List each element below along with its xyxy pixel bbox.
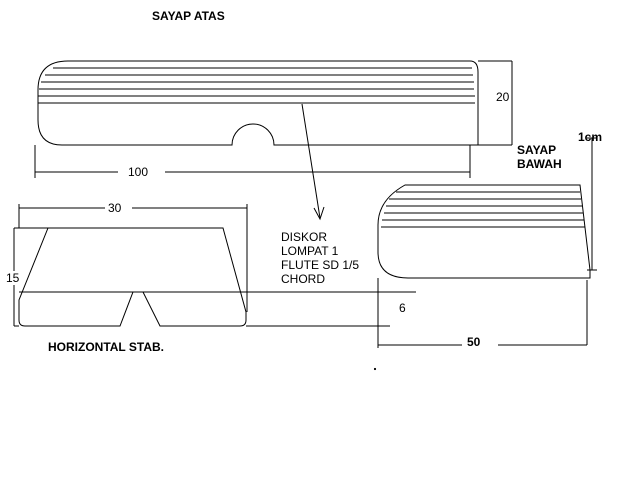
upper-wing-ribs	[38, 67, 475, 104]
lower-wing-title-line1: SAYAP	[517, 143, 557, 157]
note-line: LOMPAT 1	[281, 244, 339, 258]
horizontal-stab-dimension-lines	[13, 204, 416, 327]
lower-wing-outline	[377, 184, 591, 279]
stab-height-dim: 15	[4, 271, 22, 285]
lower-wing-dimension-lines	[377, 137, 597, 348]
horizontal-stab-outline	[18, 227, 247, 327]
stab-gap-dim: 6	[397, 301, 408, 315]
upper-wing-outline	[37, 60, 479, 146]
lower-wing-length-dim: 50	[467, 335, 481, 349]
note-line: CHORD	[281, 272, 325, 286]
upper-wing-length-dim: 100	[128, 165, 149, 179]
note-text: DISKOR LOMPAT 1 FLUTE SD 1/5 CHORD	[281, 230, 359, 286]
upper-wing-dimension-lines	[34, 60, 513, 178]
upper-wing-height-dim: 20	[494, 90, 512, 104]
horizontal-stab-title: HORIZONTAL STAB.	[48, 340, 164, 354]
lower-wing-tip-dim: 1cm	[578, 130, 603, 144]
note-line: FLUTE SD 1/5	[281, 258, 360, 272]
lower-wing-ribs	[381, 191, 585, 228]
stray-dot	[373, 367, 377, 371]
note-arrow	[301, 103, 325, 221]
stab-width-dim: 30	[108, 201, 122, 215]
lower-wing-title-line2: BAWAH	[517, 157, 562, 171]
note-line: DISKOR	[281, 230, 328, 244]
upper-wing-title: SAYAP ATAS	[152, 9, 225, 23]
